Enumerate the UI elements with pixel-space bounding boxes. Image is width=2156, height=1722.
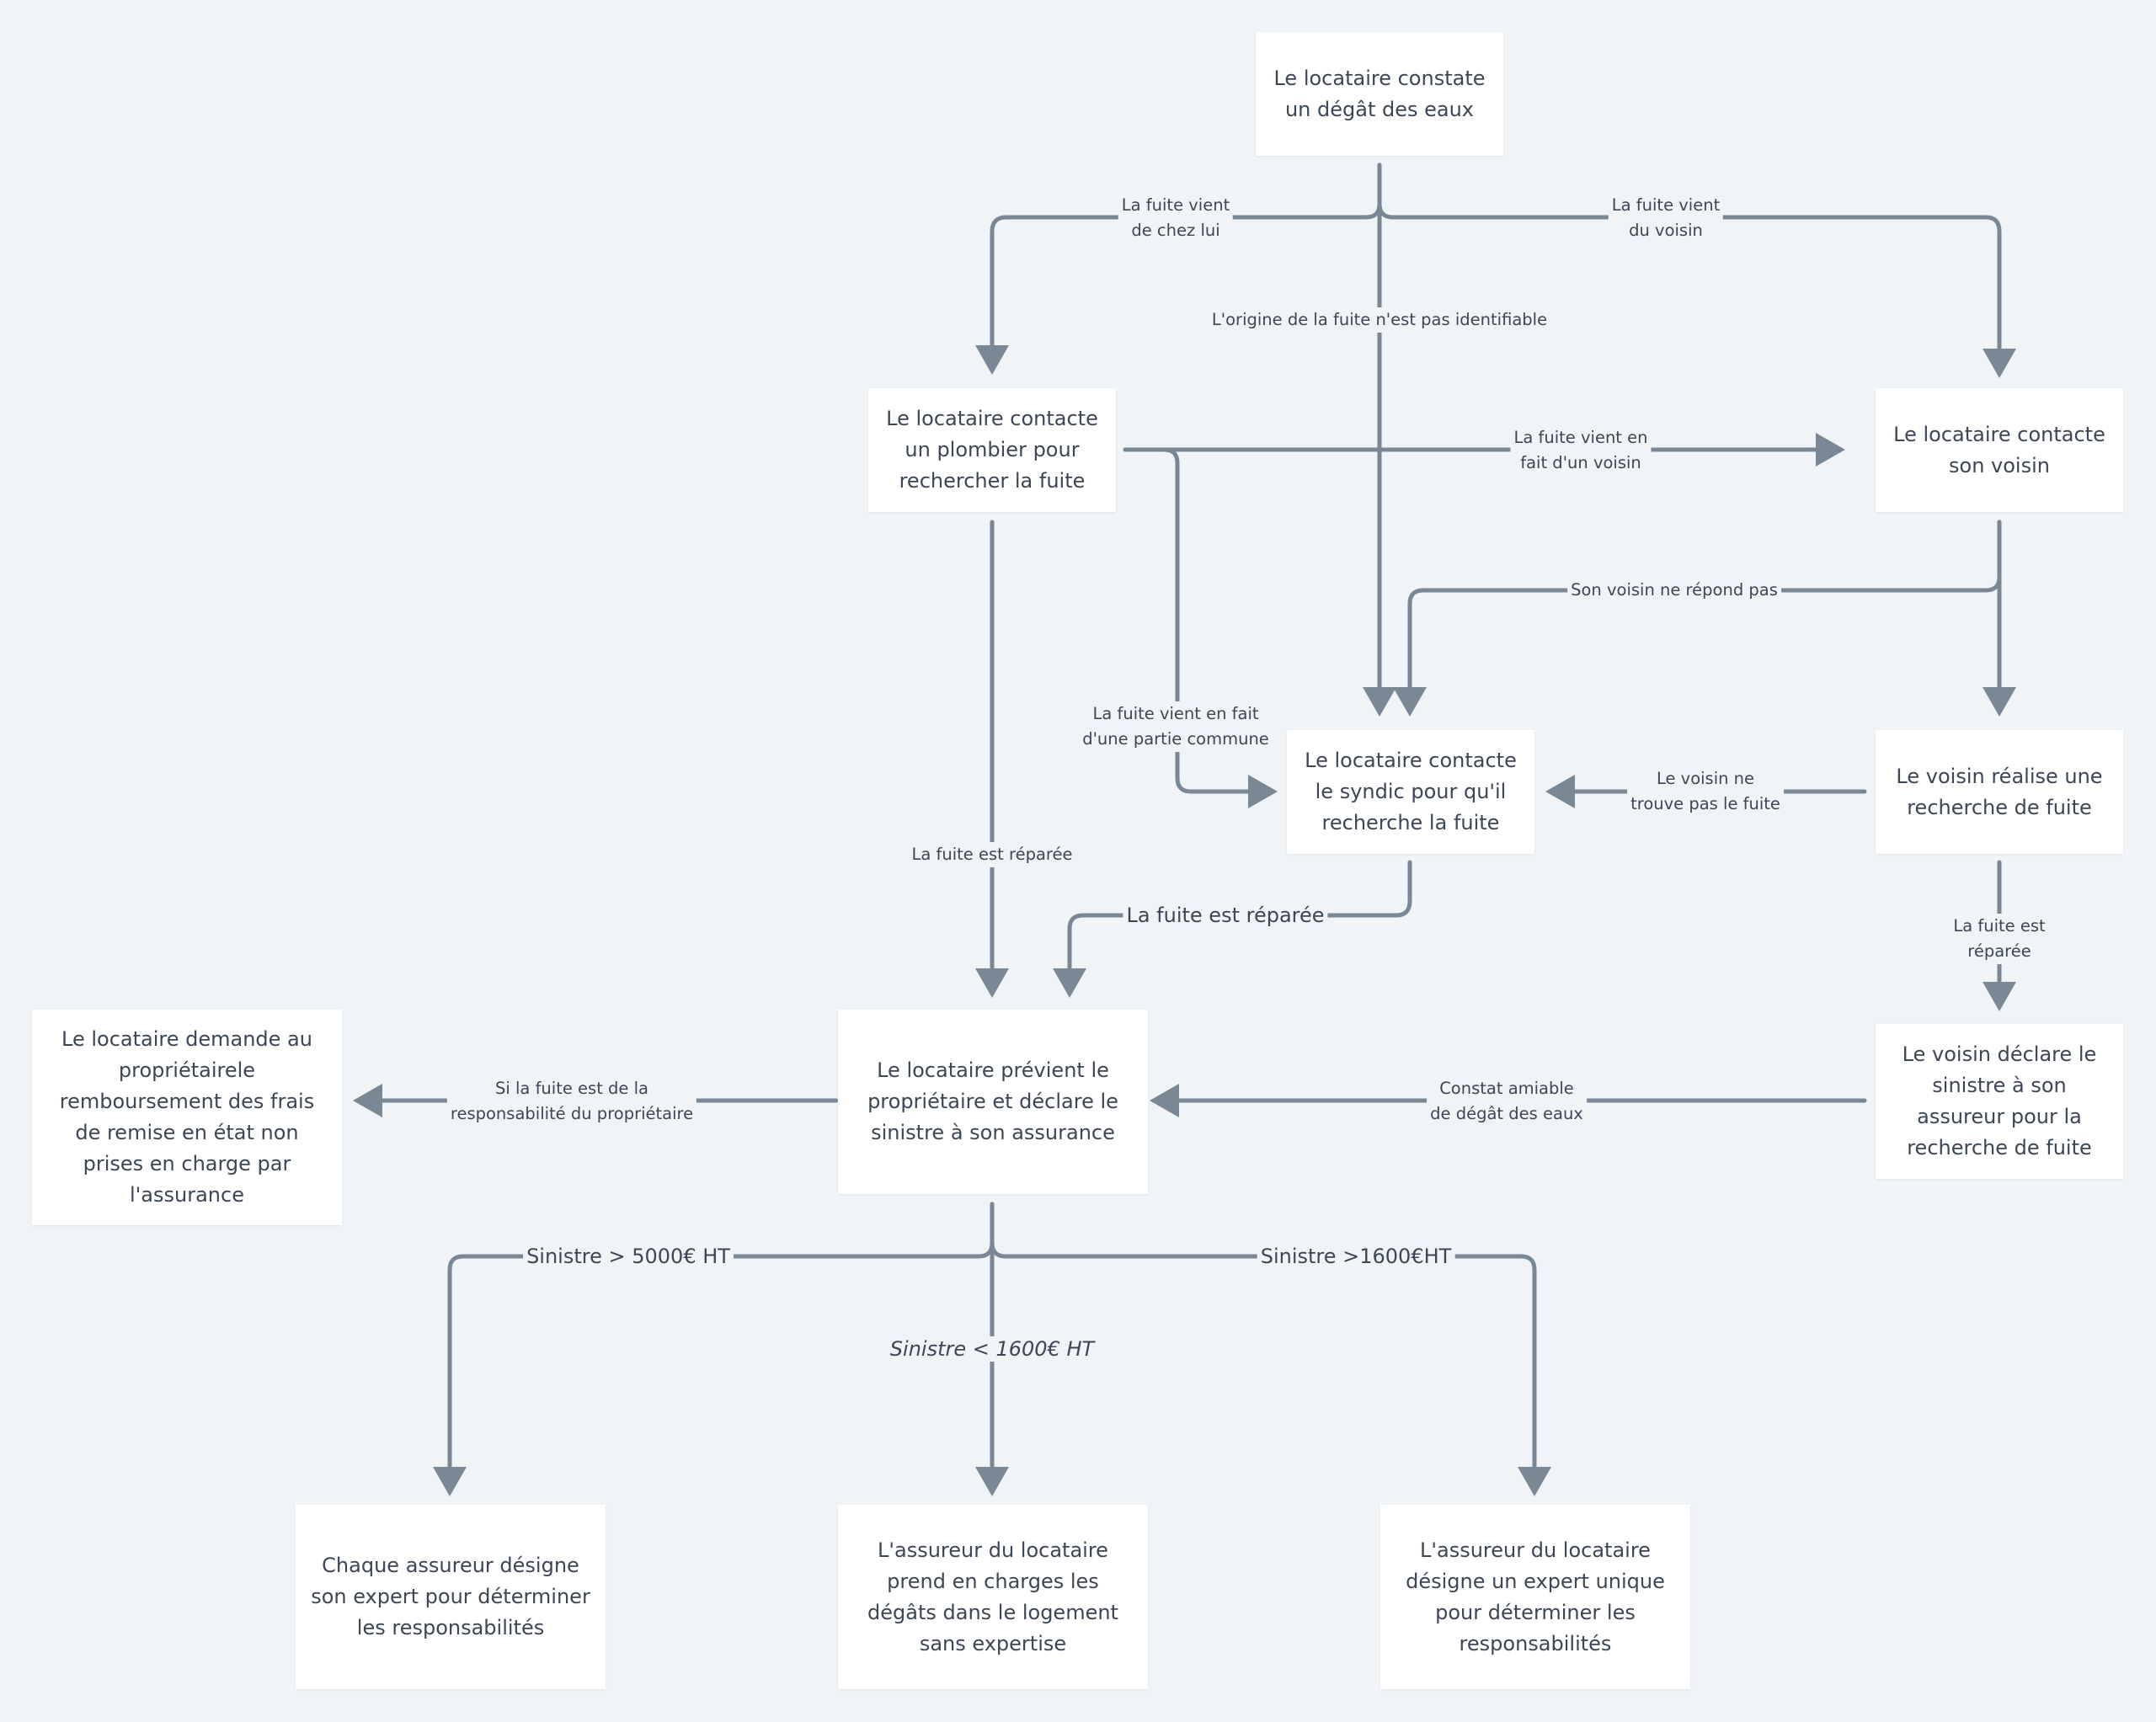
- edge-label-origine: L'origine de la fuite n'est pas identifi…: [1208, 307, 1551, 333]
- edge-label-ne-trouve: Le voisin ne trouve pas le fuite: [1627, 766, 1784, 817]
- edge-label-s1600lt: Sinistre < 1600€ HT: [886, 1336, 1098, 1362]
- node-expert-chaque[interactable]: Chaque assureur désigne son expert pour …: [296, 1505, 606, 1689]
- edge-label-reparee-syndic: La fuite est réparée: [1123, 903, 1328, 928]
- node-voisin[interactable]: Le locataire contacte son voisin: [1876, 388, 2123, 512]
- edge-plombier-syndic: [1123, 447, 1278, 808]
- edge-label-proprietaire: Si la fuite est de la responsabilité du …: [446, 1076, 697, 1127]
- edge-label-chez-lui: La fuite vient de chez lui: [1118, 193, 1234, 243]
- node-voisin-declare-label: Le voisin déclare le sinistre à son assu…: [1902, 1042, 2097, 1160]
- node-previent[interactable]: Le locataire prévient le propriétaire et…: [838, 1010, 1148, 1194]
- node-voisin-label: Le locataire contacte son voisin: [1893, 422, 2105, 477]
- node-syndic[interactable]: Le locataire contacte le syndic pour qu'…: [1287, 730, 1534, 854]
- node-expert-unique[interactable]: L'assureur du locataire désigne un exper…: [1380, 1505, 1690, 1689]
- edge-label-du-voisin: La fuite vient du voisin: [1608, 193, 1724, 243]
- node-plombier[interactable]: Le locataire contacte un plombier pour r…: [868, 388, 1116, 512]
- edge-label-ne-repond: Son voisin ne répond pas: [1567, 578, 1781, 603]
- edge-label-constat: Constat amiable de dégât des eaux: [1427, 1076, 1587, 1127]
- node-plombier-label: Le locataire contacte un plombier pour r…: [886, 407, 1098, 493]
- node-expert-chaque-label: Chaque assureur désigne son expert pour …: [311, 1554, 590, 1639]
- edge-label-reparee-plombier: La fuite est réparée: [908, 842, 1076, 867]
- node-voisin-declare[interactable]: Le voisin déclare le sinistre à son assu…: [1876, 1024, 2123, 1179]
- node-sans-expertise-label: L'assureur du locataire prend en charges…: [867, 1538, 1118, 1655]
- node-sans-expertise[interactable]: L'assureur du locataire prend en charges…: [838, 1505, 1148, 1689]
- node-start-label: Le locataire constate un dégât des eaux: [1273, 66, 1486, 121]
- edge-syndic-previent: [1053, 860, 1412, 998]
- node-rembours[interactable]: Le locataire demande au propriétairele r…: [32, 1010, 342, 1225]
- node-voisin-recherche-label: Le voisin réalise une recherche de fuite: [1896, 764, 2103, 819]
- node-voisin-recherche[interactable]: Le voisin réalise une recherche de fuite: [1876, 730, 2123, 854]
- node-previent-label: Le locataire prévient le propriétaire et…: [867, 1058, 1118, 1144]
- edge-voisin-syndic: [1393, 520, 2002, 717]
- node-expert-unique-label: L'assureur du locataire désigne un exper…: [1406, 1538, 1665, 1655]
- edge-label-s1600gt: Sinistre >1600€HT: [1257, 1244, 1455, 1269]
- node-syndic-label: Le locataire contacte le syndic pour qu'…: [1305, 749, 1517, 834]
- edge-label-s5000: Sinistre > 5000€ HT: [523, 1244, 734, 1269]
- node-start[interactable]: Le locataire constate un dégât des eaux: [1256, 32, 1503, 156]
- edge-label-fait-voisin: La fuite vient en fait d'un voisin: [1510, 425, 1652, 476]
- edge-label-partie-commune: La fuite vient en fait d'une partie comm…: [1079, 701, 1273, 752]
- node-rembours-label: Le locataire demande au propriétairele r…: [59, 1027, 315, 1207]
- edge-label-reparee-voisin: La fuite est réparée: [1921, 914, 2078, 964]
